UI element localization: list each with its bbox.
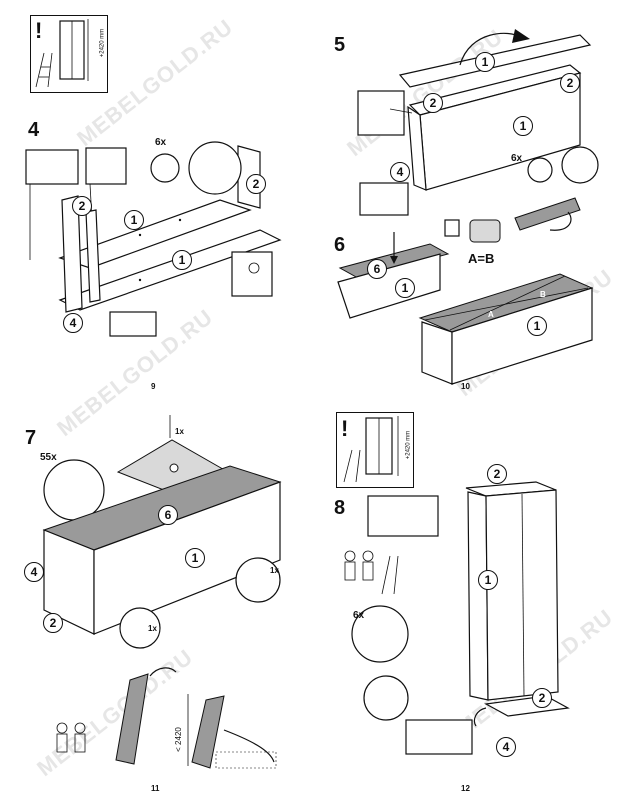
height-label: +2420 mm [99, 28, 106, 58]
part-callout: 6 [158, 505, 178, 525]
page-number: 10 [461, 382, 470, 391]
part-callout: 2 [246, 174, 266, 194]
part-callout: 1 [478, 570, 498, 590]
step8-illustration [344, 481, 570, 755]
step-number: 5 [334, 34, 346, 56]
part-callout: 1 [527, 316, 547, 336]
step-number: 4 [28, 119, 40, 141]
part-callout: 2 [560, 73, 580, 93]
nail-quantity: 55x [40, 452, 57, 463]
height-label: < 2420 [173, 727, 183, 752]
measure-formula: A=B [468, 251, 495, 266]
height-warning-box [336, 412, 414, 488]
part-callout: 2 [423, 93, 443, 113]
part-callout: 1 [172, 250, 192, 270]
step4-illustration [25, 141, 282, 337]
part-callout: 4 [390, 162, 410, 182]
page-number: 9 [151, 382, 156, 391]
step5-illustration [357, 29, 599, 216]
part-callout: 1 [475, 52, 495, 72]
diagonal-b-label: B [540, 290, 546, 299]
ladder-wardrobe-illustration [343, 416, 399, 483]
part-callout: 2 [43, 613, 63, 633]
step-number: 7 [25, 427, 37, 449]
step7-illustration [42, 415, 282, 769]
part-callout: 2 [487, 464, 507, 484]
step8-quantity: 6x [353, 610, 365, 621]
side-quantity: 1x [270, 566, 279, 575]
ladder-wardrobe-illustration [35, 19, 89, 88]
part-callout: 4 [496, 737, 516, 757]
height-warning-box [30, 15, 108, 93]
page-number: 12 [461, 784, 470, 793]
part-callout: 2 [532, 688, 552, 708]
step-number: 8 [334, 497, 346, 519]
part-callout: 4 [63, 313, 83, 333]
step5-quantity: 6x [511, 153, 523, 164]
part-callout: 6 [367, 259, 387, 279]
height-label: +2420 mm [405, 430, 412, 460]
part-callout: 2 [72, 196, 92, 216]
part-callout: 4 [24, 562, 44, 582]
part-callout: 1 [185, 548, 205, 568]
part-callout: 1 [513, 116, 533, 136]
step-number: 6 [334, 234, 346, 256]
exclamation-icon: ! [35, 18, 43, 43]
step4-quantity: 6x [155, 137, 167, 148]
page-number: 11 [151, 784, 160, 793]
part-callout: 1 [124, 210, 144, 230]
bottom-quantity: 1x [148, 624, 157, 633]
step6-illustration [337, 197, 594, 385]
exclamation-icon: ! [341, 416, 349, 441]
diagonal-a-label: A [488, 310, 494, 319]
part-callout: 1 [395, 278, 415, 298]
corner-quantity: 1x [175, 427, 184, 436]
